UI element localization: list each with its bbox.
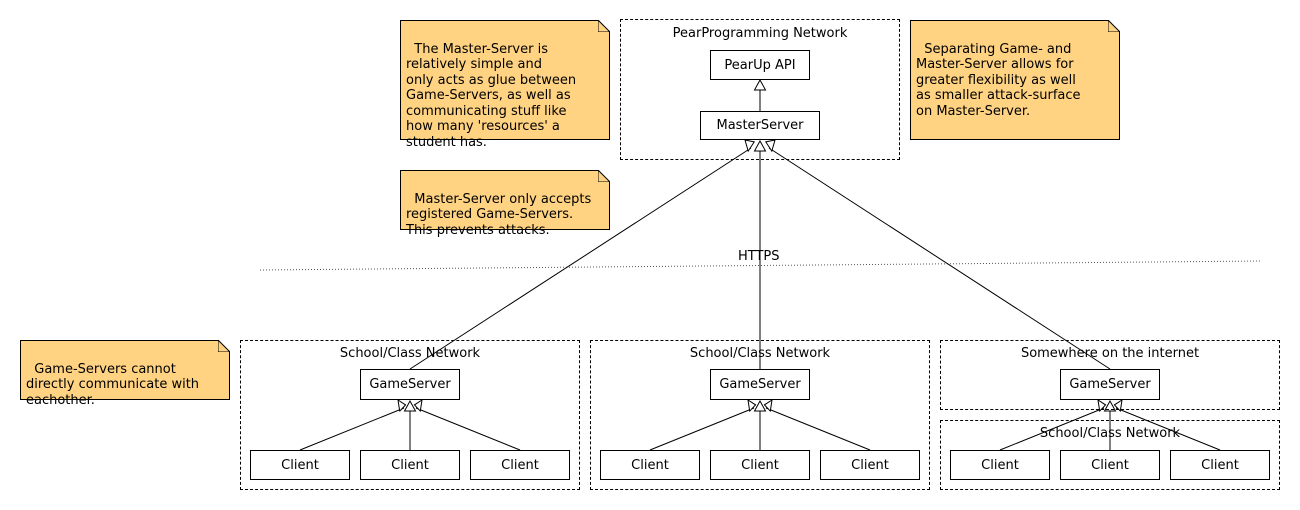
arrowhead-master-center [753, 139, 767, 152]
note-master-glue: The Master-Server is relatively simple a… [400, 20, 610, 150]
note-text: Game-Servers cannot directly communicate… [26, 361, 200, 408]
note-fold-icon [598, 20, 610, 32]
note-fold-icon [1108, 20, 1120, 32]
node-label: Client [391, 457, 429, 473]
node-pearup-api[interactable]: PearUp API [710, 50, 810, 80]
arrowhead-api [753, 78, 767, 91]
node-client-1b[interactable]: Client [360, 450, 460, 480]
network-boundary-line [259, 260, 1263, 271]
node-label: Client [281, 457, 319, 473]
node-client-3a[interactable]: Client [950, 450, 1050, 480]
edge-gs1-to-master [409, 147, 752, 370]
node-label: MasterServer [716, 118, 804, 133]
node-client-3c[interactable]: Client [1170, 450, 1270, 480]
group-internet: Somewhere on the internet [940, 340, 1280, 410]
node-label: GameServer [719, 377, 801, 392]
node-label: PearUp API [724, 57, 796, 73]
https-label: HTTPS [738, 249, 780, 264]
node-master-server[interactable]: MasterServer [700, 111, 820, 140]
node-label: Client [501, 457, 539, 473]
node-label: Client [741, 457, 779, 473]
node-label: GameServer [369, 377, 451, 392]
node-client-3b[interactable]: Client [1060, 450, 1160, 480]
node-label: Client [1091, 457, 1129, 473]
group-school-network-1: School/Class Network [240, 340, 580, 490]
node-client-2a[interactable]: Client [600, 450, 700, 480]
note-text: Master-Server only accepts registered Ga… [406, 191, 592, 238]
note-text: The Master-Server is relatively simple a… [406, 41, 577, 150]
node-label: Client [981, 457, 1019, 473]
note-registered: Master-Server only accepts registered Ga… [400, 170, 610, 238]
node-label: Client [1201, 457, 1239, 473]
arrowhead-master-right [764, 139, 776, 153]
node-label: Client [851, 457, 889, 473]
group-title: School/Class Network [1039, 426, 1181, 441]
node-client-2b[interactable]: Client [710, 450, 810, 480]
node-label: Client [631, 457, 669, 473]
group-title: School/Class Network [689, 346, 831, 361]
arrowhead-master-left [744, 139, 756, 153]
node-client-1c[interactable]: Client [470, 450, 570, 480]
note-fold-icon [218, 340, 230, 352]
group-title: Somewhere on the internet [1020, 346, 1200, 361]
node-client-1a[interactable]: Client [250, 450, 350, 480]
group-school-network-3: School/Class Network [940, 420, 1280, 490]
client-edges-group3 [999, 398, 1221, 451]
node-game-server-3[interactable]: GameServer [1060, 369, 1160, 400]
group-school-network-2: School/Class Network [590, 340, 930, 490]
node-label: GameServer [1069, 377, 1151, 392]
group-title: School/Class Network [339, 346, 481, 361]
note-text: Separating Game- and Master-Server allow… [916, 41, 1081, 119]
note-no-direct: Game-Servers cannot directly communicate… [20, 340, 230, 408]
note-separation: Separating Game- and Master-Server allow… [910, 20, 1120, 140]
node-game-server-2[interactable]: GameServer [710, 369, 810, 400]
node-client-2c[interactable]: Client [820, 450, 920, 480]
note-fold-icon [598, 170, 610, 182]
client-edges-group1 [299, 398, 521, 451]
group-title: PearProgramming Network [672, 26, 848, 41]
client-edges-group2 [649, 398, 871, 451]
group-pearprogramming-network: PearProgramming Network [620, 19, 900, 160]
edge-gs3-to-master [768, 147, 1111, 370]
node-game-server-1[interactable]: GameServer [360, 369, 460, 400]
